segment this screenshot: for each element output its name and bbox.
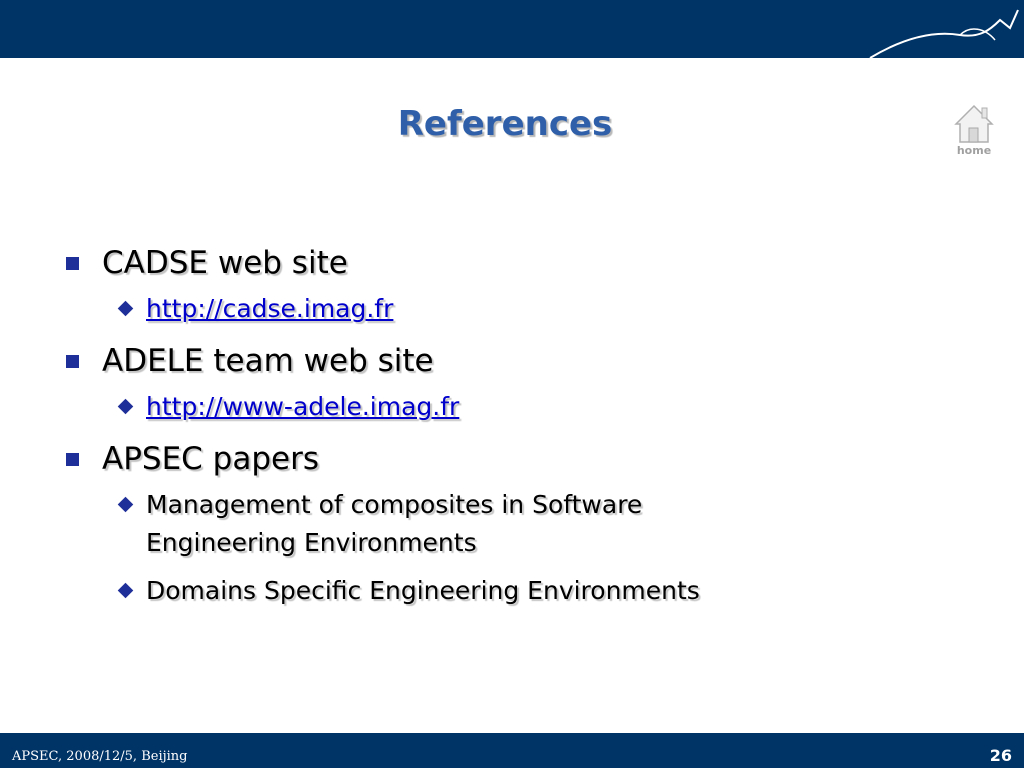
sub-bullet-item: Management of composites in Software Eng… [106, 486, 962, 562]
footer-text: APSEC, 2008/12/5, Beijing [12, 749, 188, 764]
square-bullet-icon [66, 257, 79, 270]
diamond-bullet-icon [117, 582, 134, 599]
adele-link[interactable]: http://www-adele.imag.fr [146, 392, 460, 421]
bullet-text: APSEC papers [102, 441, 319, 477]
header-bar [0, 0, 1024, 58]
bullet-item: CADSE web site [62, 240, 962, 286]
footer-bar: APSEC, 2008/12/5, Beijing 26 [0, 733, 1024, 768]
home-label: home [957, 144, 991, 157]
sub-bullet-item: Domains Specific Engineering Environment… [106, 572, 962, 610]
diamond-bullet-icon [117, 496, 134, 513]
sub-bullet-item: http://www-adele.imag.fr [106, 388, 962, 426]
diamond-bullet-icon [117, 398, 134, 415]
page-number: 26 [989, 746, 1012, 765]
cadse-link[interactable]: http://cadse.imag.fr [146, 294, 394, 323]
sub-bullet-text: Domains Specific Engineering Environment… [146, 576, 700, 605]
square-bullet-icon [66, 453, 79, 466]
sub-bullet-item: http://cadse.imag.fr [106, 290, 962, 328]
home-button[interactable]: home [948, 96, 1000, 158]
bullet-text: ADELE team web site [102, 343, 434, 379]
bullet-item: APSEC papers [62, 436, 962, 482]
home-icon: home [954, 104, 994, 157]
slide-title: References [397, 104, 613, 144]
bullet-text: CADSE web site [102, 245, 348, 281]
bullet-list: CADSE web site http://cadse.imag.fr ADEL… [62, 240, 962, 620]
header-signature-decoration [869, 9, 1019, 58]
sub-bullet-text-line1: Management of composites in Software [146, 490, 643, 519]
square-bullet-icon [66, 355, 79, 368]
bullet-item: ADELE team web site [62, 338, 962, 384]
sub-bullet-text-line2: Engineering Environments [146, 528, 477, 557]
diamond-bullet-icon [117, 300, 134, 317]
